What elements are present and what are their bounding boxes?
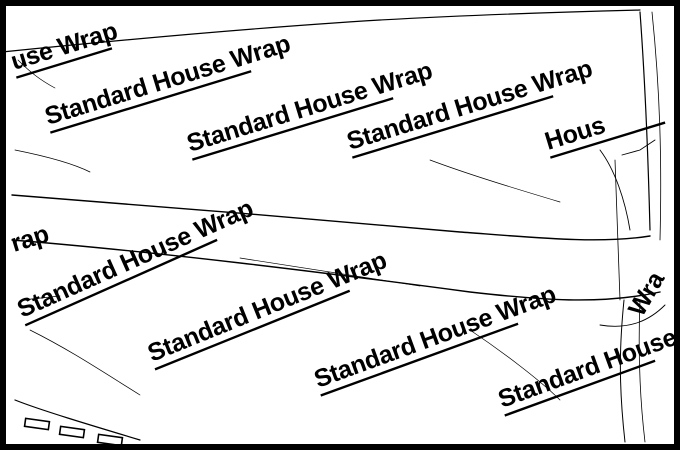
wrap-label-fragment: use Wrap <box>8 17 121 76</box>
wrap-label-group: Standard House Wrap Standard House Wrap … <box>8 17 680 417</box>
wrap-label-fragment: Wra <box>623 266 671 321</box>
wrap-label-fragment: rap <box>8 220 53 258</box>
vent-slots <box>23 417 124 447</box>
wrap-label: Standard House Wrap <box>144 246 391 367</box>
wrap-outline <box>1 9 666 443</box>
wrap-label: Standard House Wrap <box>13 194 257 323</box>
